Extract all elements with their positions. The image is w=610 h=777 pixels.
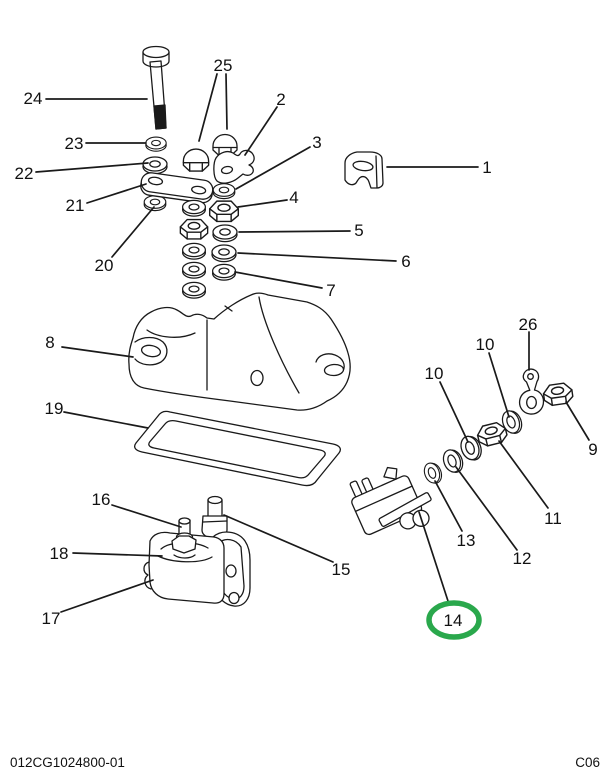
hardware-column-right — [208, 183, 240, 281]
callout-label-5: 5 — [354, 221, 363, 240]
callout-label-19: 19 — [45, 399, 64, 418]
callout-label-21: 21 — [66, 196, 85, 215]
callout-label-10: 10 — [476, 335, 495, 354]
leader-line-21 — [86, 183, 147, 204]
leader-line-7 — [234, 271, 323, 289]
part-nut-4 — [208, 200, 240, 223]
part-clamp-block — [344, 151, 384, 189]
leader-line-19 — [63, 411, 149, 429]
leader-line-22 — [35, 162, 149, 173]
leader-line-8 — [61, 346, 134, 358]
highlight-ellipse — [426, 600, 482, 640]
part-washer-20 — [143, 195, 167, 212]
part-housing — [128, 292, 351, 411]
callout-label-24: 24 — [24, 89, 43, 108]
part-nut-9 — [541, 381, 575, 408]
part-washer-3 — [212, 183, 236, 200]
part-acorn-nut-left — [182, 148, 210, 172]
leader-line-16 — [111, 504, 182, 528]
callout-label-8: 8 — [45, 333, 54, 352]
callout-label-25: 25 — [214, 56, 233, 75]
part-link-strap — [140, 172, 214, 204]
image-code: 012CG1024800-01 — [10, 755, 125, 770]
callout-label-3: 3 — [312, 133, 321, 152]
part-washer-6 — [211, 244, 237, 263]
part-fitting-16 — [171, 517, 197, 559]
leader-line-15 — [223, 514, 334, 563]
callout-label-9: 9 — [588, 440, 597, 459]
part-clamp-bracket — [213, 149, 255, 184]
leader-line-2 — [244, 106, 278, 156]
callout-label-7: 7 — [326, 281, 335, 300]
callout-label-22: 22 — [15, 164, 34, 183]
callout-label-18: 18 — [50, 544, 69, 563]
part-gasket — [134, 410, 341, 487]
callout-label-15: 15 — [332, 560, 351, 579]
leader-line-13 — [434, 480, 463, 532]
page-code: C06 — [575, 755, 600, 770]
leader-line-17 — [60, 579, 154, 613]
callout-label-20: 20 — [95, 256, 114, 275]
callout-label-17: 17 — [42, 609, 61, 628]
leader-line-12 — [455, 466, 518, 551]
part-lever-link — [518, 368, 545, 415]
callout-label-6: 6 — [401, 252, 410, 271]
part-washer-13 — [421, 459, 445, 487]
callout-label-26: 26 — [519, 315, 538, 334]
leader-line-25 — [225, 73, 228, 130]
callout-label-16: 16 — [92, 490, 111, 509]
callout-layer: 1234567891010111213141516171819202122232… — [15, 56, 598, 640]
part-washer-23 — [145, 136, 167, 152]
callout-label-11: 11 — [544, 509, 562, 528]
callout-label-4: 4 — [289, 188, 298, 207]
leader-line-3 — [235, 146, 311, 190]
part-washer-5 — [212, 224, 238, 243]
hardware-column-left — [179, 199, 209, 299]
callout-label-14: 14 — [444, 611, 463, 630]
leader-line-10 — [488, 352, 510, 418]
part-washer-22 — [142, 156, 168, 175]
leader-line-11 — [498, 440, 549, 509]
part-bolt — [142, 45, 170, 130]
leader-line-20 — [111, 206, 155, 258]
leader-line-5 — [238, 230, 351, 233]
callout-label-13: 13 — [457, 531, 476, 550]
callout-label-10: 10 — [425, 364, 444, 383]
leader-line-9 — [565, 401, 590, 441]
leader-line-25 — [198, 73, 218, 142]
part-pump-assembly — [143, 495, 251, 607]
leader-line-10 — [439, 381, 469, 443]
callout-label-23: 23 — [65, 134, 84, 153]
leader-line-4 — [237, 199, 288, 208]
leader-line-14 — [418, 511, 449, 602]
leader-line-18 — [72, 552, 163, 557]
callout-label-1: 1 — [482, 158, 491, 177]
part-washer-7 — [211, 263, 237, 281]
callout-label-12: 12 — [513, 549, 532, 568]
part-pump-body-17 — [143, 531, 225, 604]
leader-line-6 — [237, 252, 397, 262]
callout-label-2: 2 — [276, 90, 285, 109]
